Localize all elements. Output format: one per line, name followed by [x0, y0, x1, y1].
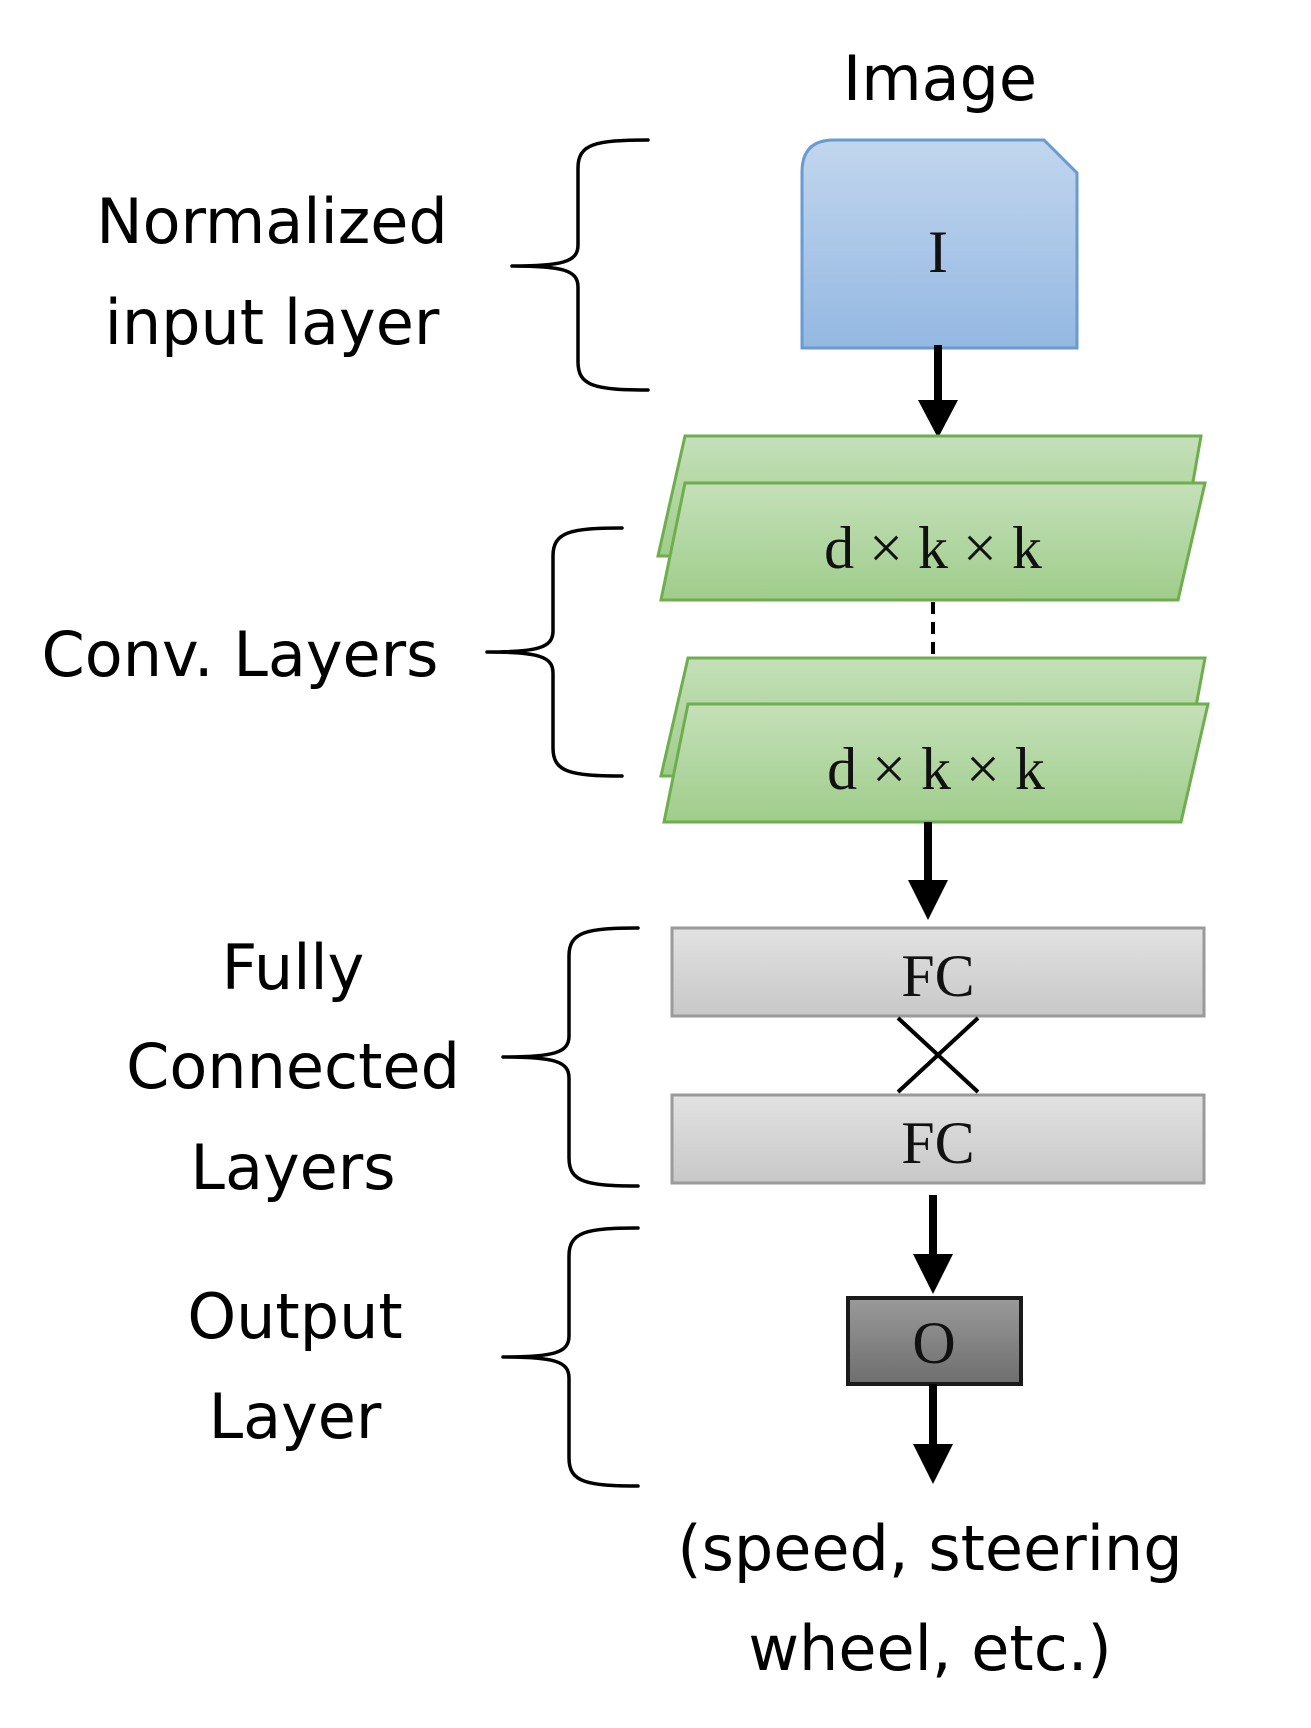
- conv-block-top-label: d × k × k: [824, 515, 1042, 581]
- output-layer-brace: [501, 1226, 640, 1488]
- input-node: [800, 138, 1079, 350]
- output-values-line-2: wheel, etc.): [748, 1612, 1111, 1685]
- input-layer-label-line-2: input layer: [105, 286, 440, 359]
- fc-layers-label-line-2: Connected: [126, 1030, 460, 1103]
- input-layer-brace: [510, 138, 650, 392]
- fc-layers-brace: [501, 926, 640, 1188]
- output-layer-label-line-1: Output: [187, 1280, 402, 1353]
- arrow-head-output-to-values: [913, 1444, 953, 1484]
- input-layer-label-line-1: Normalized: [96, 185, 448, 258]
- arrow-head-input-to-conv: [918, 400, 958, 438]
- output-layer-label-line-2: Layer: [209, 1380, 382, 1453]
- conv-layers-label: Conv. Layers: [42, 618, 439, 691]
- output-values-line-1: (speed, steering: [677, 1512, 1182, 1585]
- conv-layers-brace: [485, 526, 624, 778]
- arrow-head-conv-to-fc: [908, 880, 948, 920]
- output-node-label: O: [912, 1310, 955, 1376]
- fc-layer-bottom-label: FC: [901, 1110, 974, 1176]
- conv-block-top-front: [659, 481, 1207, 602]
- fc-cross-line-b: [896, 1016, 980, 1094]
- fc-layers-label-line-1: Fully: [222, 931, 365, 1004]
- conv-block-bottom-label: d × k × k: [827, 736, 1045, 802]
- arrow-head-fc-to-output: [913, 1254, 953, 1294]
- input-node-label: I: [928, 219, 948, 285]
- output-node: [846, 1296, 1023, 1386]
- image-title: Image: [843, 42, 1037, 115]
- fc-layer-top-label: FC: [901, 943, 974, 1009]
- fc-layer-top: [670, 926, 1206, 1018]
- conv-block-bottom-front: [662, 702, 1210, 824]
- fc-layer-bottom: [670, 1093, 1206, 1185]
- fc-layers-label-line-3: Layers: [190, 1131, 395, 1204]
